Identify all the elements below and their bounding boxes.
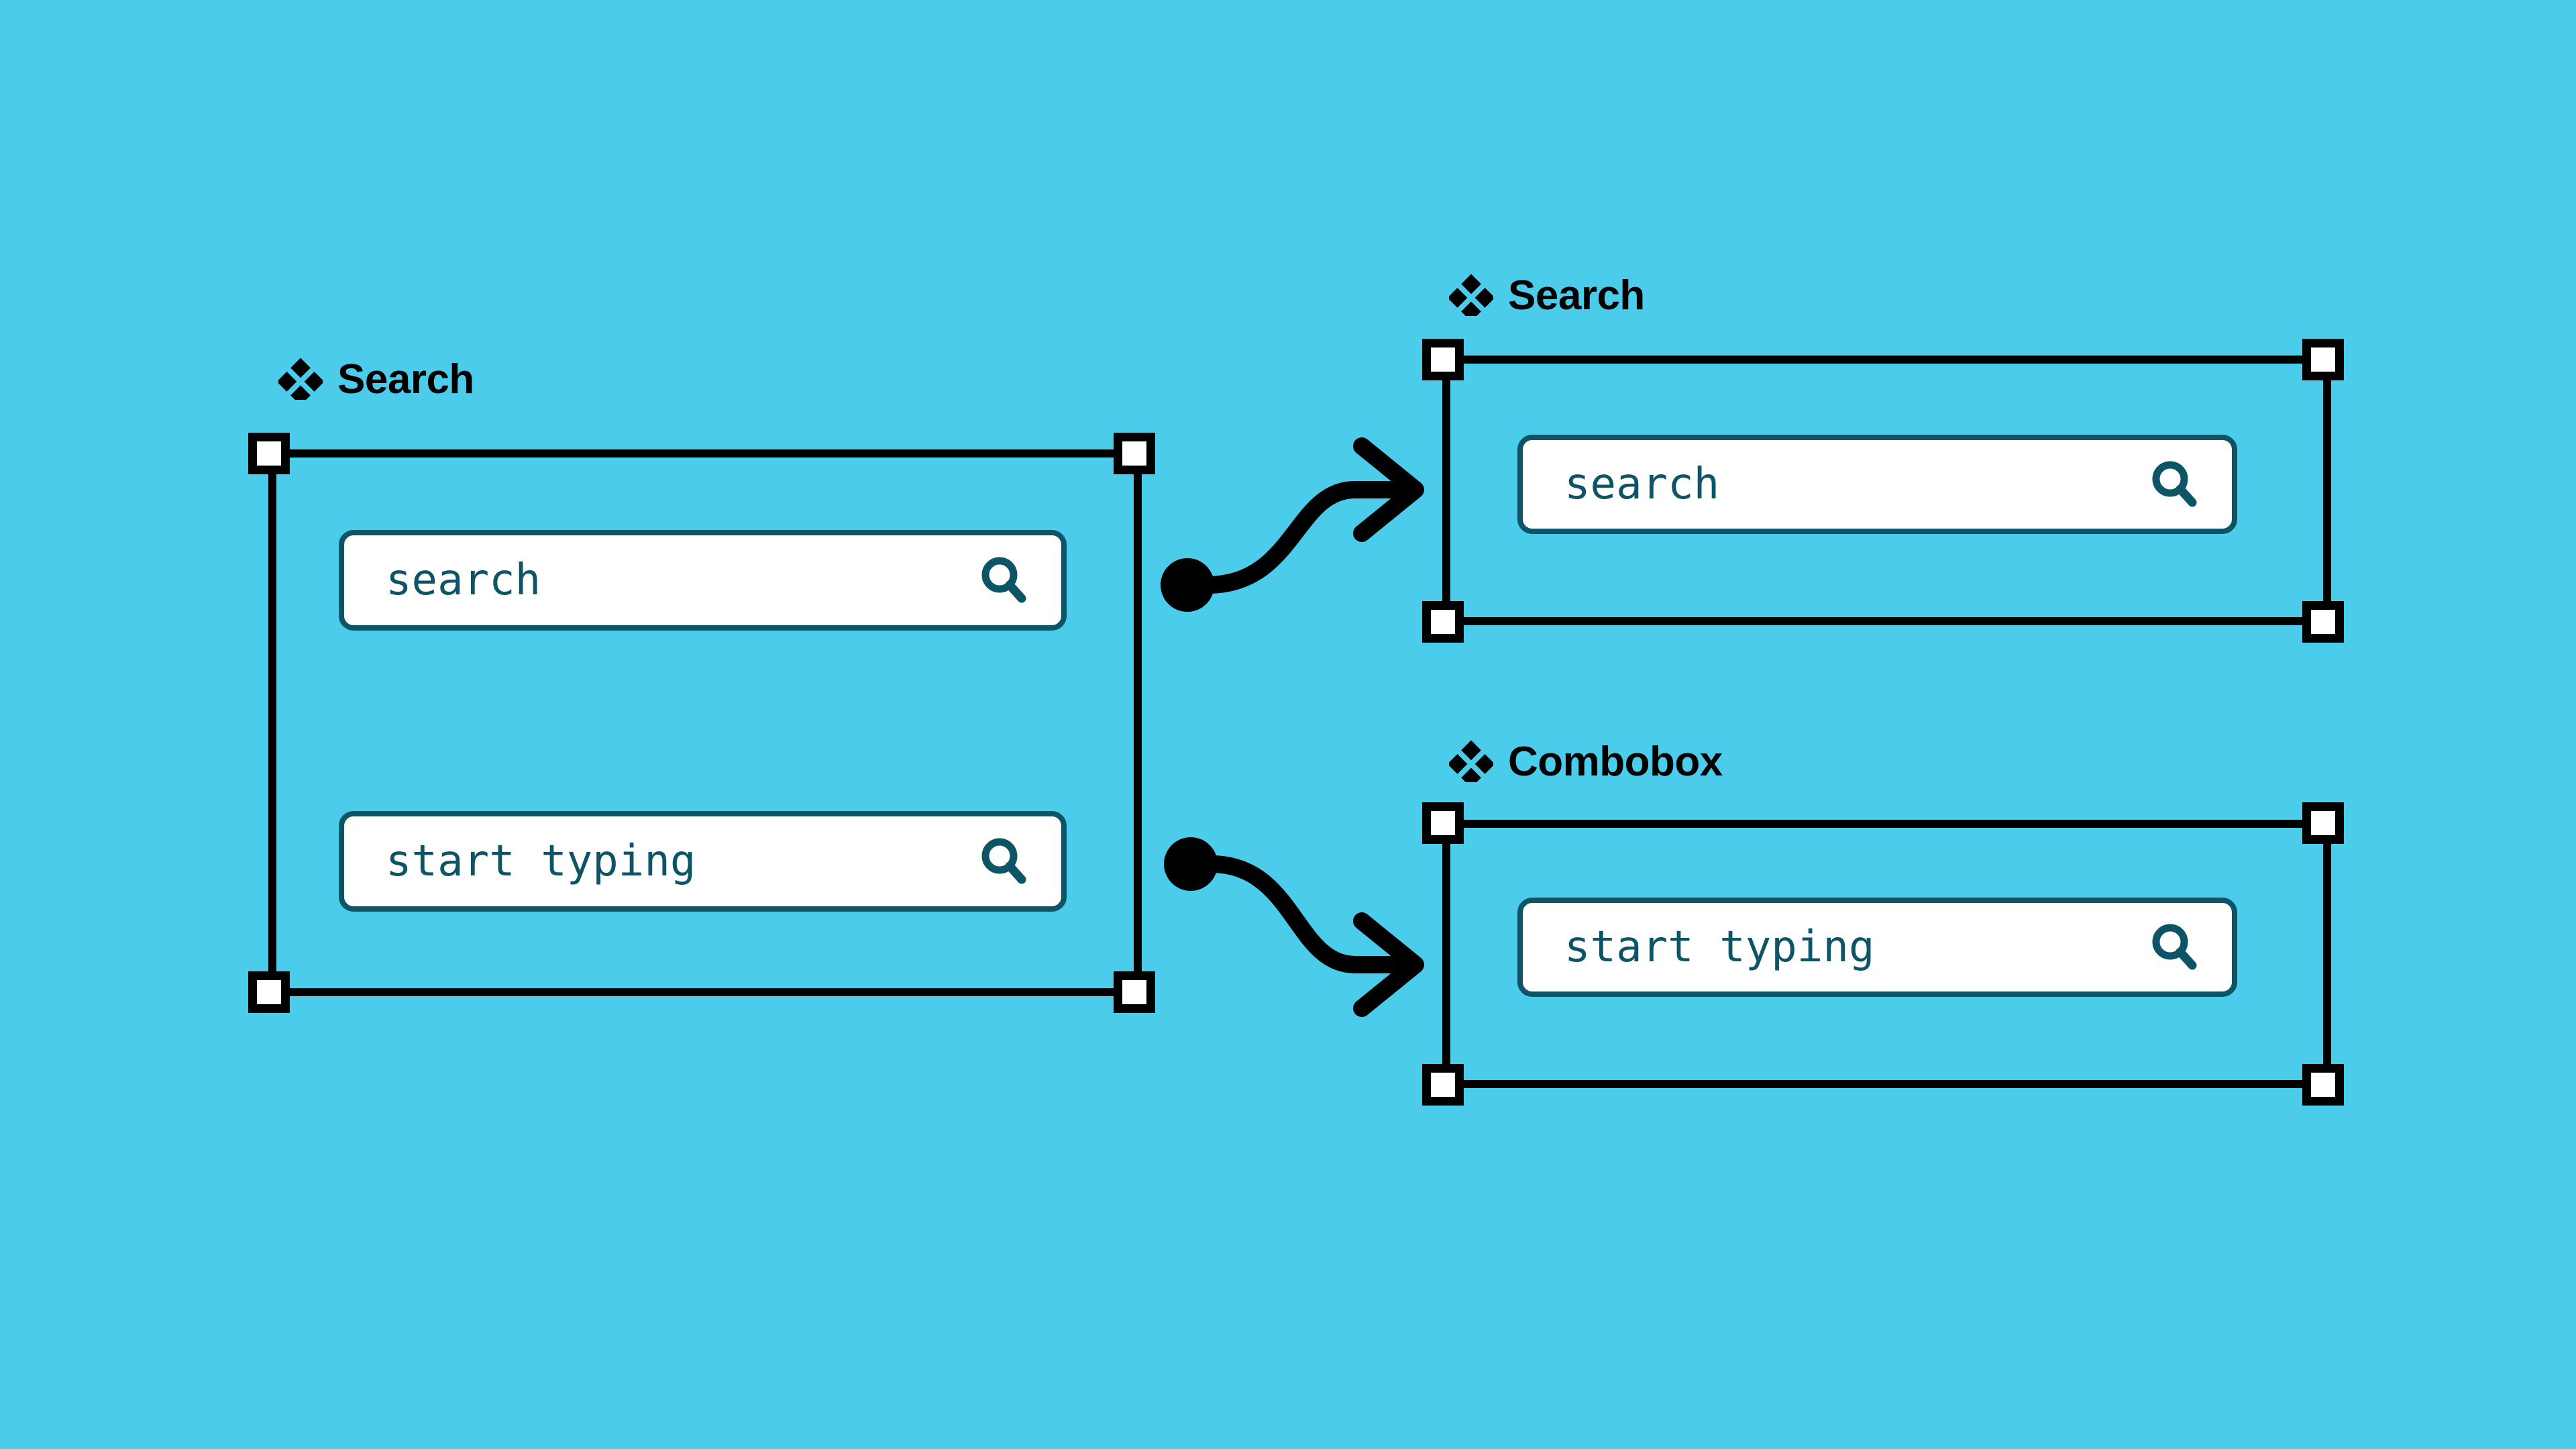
connector-typing-to-combobox[interactable] [1164, 837, 1424, 1017]
resize-handle-bottom-right[interactable] [1114, 971, 1155, 1013]
target-search-frame-title: Search [1508, 272, 1645, 319]
component-diamond-icon [1447, 272, 1495, 322]
connector-search-to-search[interactable] [1161, 437, 1424, 612]
search-icon[interactable] [978, 554, 1030, 606]
component-diamond-icon [1447, 738, 1495, 788]
source-frame-label[interactable]: Search [276, 356, 474, 406]
frame-edge-left [268, 449, 276, 996]
frame-edge-top [1442, 356, 2331, 364]
search-icon[interactable] [978, 835, 1030, 888]
frame-edge-left [1442, 356, 1450, 625]
arrow-right-icon [1353, 437, 1424, 542]
resize-handle-top-right[interactable] [1114, 433, 1155, 474]
frame-edge-right [2323, 820, 2331, 1088]
arrow-right-icon [1353, 912, 1424, 1017]
resize-handle-top-left[interactable] [248, 433, 290, 474]
resize-handle-top-left[interactable] [1422, 802, 1464, 844]
search-icon[interactable] [2149, 458, 2201, 511]
frame-edge-right [2323, 356, 2331, 625]
resize-handle-bottom-right[interactable] [2302, 1064, 2344, 1106]
source-search-field-value: search [386, 555, 541, 605]
connector-start-dot[interactable] [1161, 558, 1214, 612]
resize-handle-top-left[interactable] [1422, 339, 1464, 380]
source-frame-title: Search [337, 356, 474, 402]
resize-handle-bottom-left[interactable] [248, 971, 290, 1013]
target-search-field[interactable]: search [1517, 435, 2237, 534]
target-search-frame-label[interactable]: Search [1447, 272, 1645, 322]
component-diamond-icon [276, 356, 325, 406]
frame-edge-left [1442, 820, 1450, 1088]
source-start-typing-field[interactable]: start typing [339, 811, 1067, 912]
search-icon[interactable] [2149, 921, 2201, 973]
connector-start-dot[interactable] [1164, 837, 1218, 891]
resize-handle-bottom-left[interactable] [1422, 1064, 1464, 1106]
resize-handle-top-right[interactable] [2302, 339, 2344, 380]
target-combobox-frame-title: Combobox [1508, 738, 1723, 785]
resize-handle-bottom-right[interactable] [2302, 601, 2344, 643]
source-search-field[interactable]: search [339, 530, 1067, 631]
frame-edge-top [268, 449, 1134, 458]
frame-edge-bottom [268, 988, 1134, 996]
frame-edge-right [1134, 449, 1142, 996]
target-combobox-frame-label[interactable]: Combobox [1447, 738, 1723, 788]
frame-edge-bottom [1442, 1080, 2331, 1088]
target-search-field-value: search [1564, 460, 1720, 509]
frame-edge-top [1442, 820, 2331, 828]
connector-path [1202, 855, 1414, 973]
connector-path [1199, 481, 1414, 594]
frame-edge-bottom [1442, 617, 2331, 625]
target-combobox-field[interactable]: start typing [1517, 898, 2237, 997]
resize-handle-top-right[interactable] [2302, 802, 2344, 844]
source-start-typing-field-value: start typing [386, 837, 696, 886]
target-combobox-field-value: start typing [1564, 922, 1875, 972]
resize-handle-bottom-left[interactable] [1422, 601, 1464, 643]
